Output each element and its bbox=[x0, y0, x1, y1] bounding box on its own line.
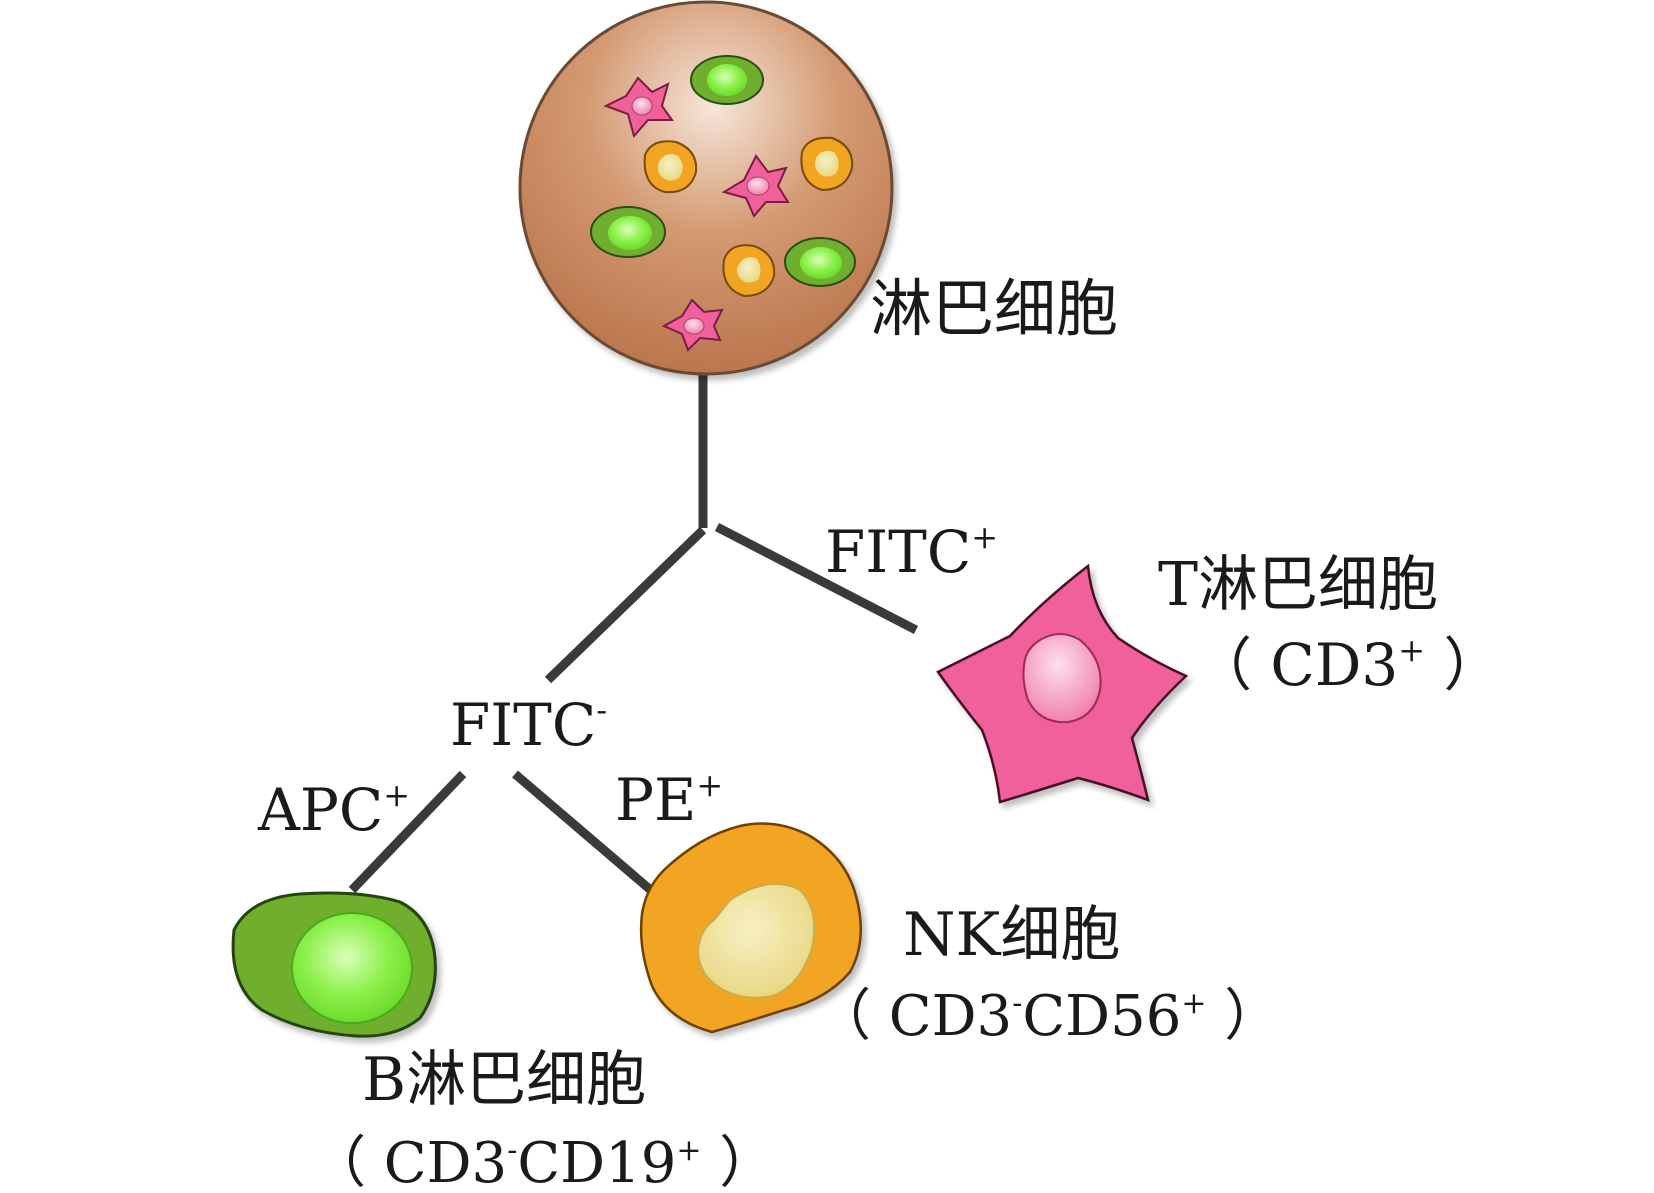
b-cell-label: B淋巴细胞 bbox=[362, 1045, 646, 1115]
mini-t-cell bbox=[603, 76, 674, 139]
edge-label-fitc-neg-sup: - bbox=[596, 691, 607, 729]
nk-cell-marker-b: CD56 bbox=[1022, 984, 1181, 1049]
fitc-pos-line bbox=[714, 523, 919, 634]
t-cell-marker-sup: + bbox=[1398, 631, 1425, 669]
b-cell-marker-a: （ CD3 bbox=[310, 1131, 507, 1193]
b-lymphocyte-cell bbox=[231, 891, 437, 1038]
b-cell-marker: （ CD3-CD19+ ） bbox=[310, 1131, 775, 1193]
edge-label-fitc-pos-sup: + bbox=[971, 518, 998, 556]
t-lymphocyte-cell bbox=[936, 563, 1189, 804]
b-cell-marker-close: ） bbox=[701, 1131, 775, 1193]
mini-t-cell bbox=[721, 154, 790, 218]
nk-cell-marker-a: （ CD3 bbox=[815, 984, 1012, 1049]
mini-nk-cell bbox=[722, 244, 776, 298]
edge-label-apc-pos: APC+ bbox=[257, 776, 410, 844]
t-cell-marker: （ CD3+ ） bbox=[1194, 631, 1501, 699]
mini-b-cell bbox=[690, 55, 764, 105]
edge-label-fitc-pos: FITC+ bbox=[825, 518, 998, 586]
fitc-neg-line bbox=[544, 526, 707, 684]
nk-cell bbox=[639, 822, 862, 1034]
nk-cell-marker-b-sup: + bbox=[1181, 986, 1206, 1021]
mini-t-cell bbox=[661, 298, 724, 352]
mini-b-cell bbox=[784, 237, 856, 287]
edge-label-pe-pos-sup: + bbox=[696, 766, 723, 804]
mini-b-cell bbox=[590, 206, 666, 258]
tree-connectors bbox=[348, 370, 919, 902]
edge-label-pe-pos: PE+ bbox=[615, 766, 723, 834]
lymphocyte-sphere bbox=[518, 0, 894, 376]
edge-label-pe-pos-text: PE bbox=[615, 766, 696, 834]
edge-label-apc-pos-text: APC bbox=[257, 776, 383, 844]
t-cell-marker-close: ） bbox=[1425, 631, 1501, 699]
nk-cell-marker: （ CD3-CD56+ ） bbox=[815, 984, 1280, 1049]
t-cell-marker-open: （ CD3 bbox=[1194, 631, 1398, 699]
nk-cell-label: NK细胞 bbox=[903, 900, 1120, 970]
edge-label-fitc-neg: FITC- bbox=[450, 691, 607, 759]
b-cell-marker-b-sup: + bbox=[676, 1133, 701, 1168]
pe-pos-line bbox=[512, 770, 663, 902]
t-cell-label: T淋巴细胞 bbox=[1158, 550, 1438, 620]
mini-nk-cell bbox=[800, 136, 854, 192]
mini-nk-cell bbox=[643, 140, 698, 194]
nk-cell-marker-a-sup: - bbox=[1012, 986, 1022, 1021]
root-label: 淋巴细胞 bbox=[870, 272, 1118, 345]
edge-label-apc-pos-sup: + bbox=[383, 776, 410, 814]
b-cell-marker-b: CD19 bbox=[517, 1131, 676, 1193]
edge-label-fitc-neg-text: FITC bbox=[450, 691, 596, 759]
nk-cell-marker-close: ） bbox=[1206, 984, 1280, 1049]
edge-label-fitc-pos-text: FITC bbox=[825, 518, 971, 586]
b-cell-marker-a-sup: - bbox=[507, 1133, 517, 1168]
labels: 淋巴细胞 T淋巴细胞 （ CD3+ ） FITC+ FITC- APC+ PE+… bbox=[257, 272, 1501, 1193]
apc-pos-line bbox=[348, 770, 467, 894]
